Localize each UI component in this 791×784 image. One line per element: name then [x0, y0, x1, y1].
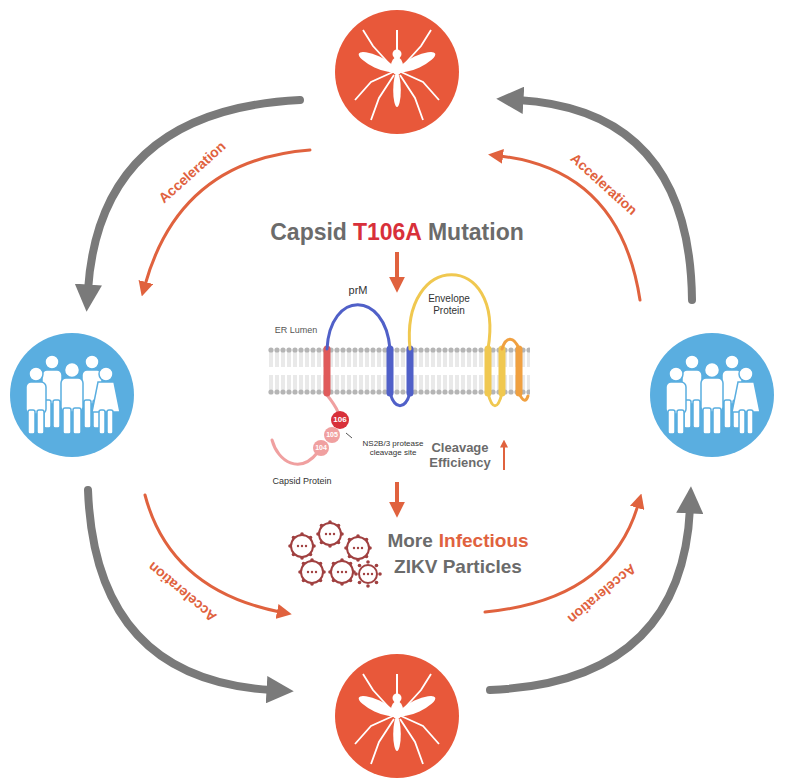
residue-number: 105 [326, 431, 338, 439]
mutation-name: T106A [353, 219, 422, 246]
result-word: More [387, 530, 432, 552]
text-row: CapsidT106AMutation [270, 219, 524, 246]
title-word: Mutation [428, 219, 524, 246]
arrow-label: Acceleration [562, 559, 641, 629]
protein-label: prM [349, 284, 368, 297]
result-word: ZIKV Particles [394, 556, 522, 578]
protein-label: Capsid Protein [272, 476, 331, 486]
text-row: More Infectious [387, 530, 528, 552]
result-word: Infectious [439, 530, 529, 552]
effect-label: Cleavage Efficiency [423, 441, 497, 471]
title-word: Capsid [270, 219, 347, 246]
site-label: NS2B/3 protease cleavage site [351, 439, 435, 457]
protein-label: Envelope Protein [420, 293, 478, 316]
residue-number: 104 [315, 444, 327, 452]
region-label: ER Lumen [275, 325, 318, 335]
residue-number: 106 [333, 415, 346, 424]
arrow-label: Acceleration [142, 557, 221, 627]
